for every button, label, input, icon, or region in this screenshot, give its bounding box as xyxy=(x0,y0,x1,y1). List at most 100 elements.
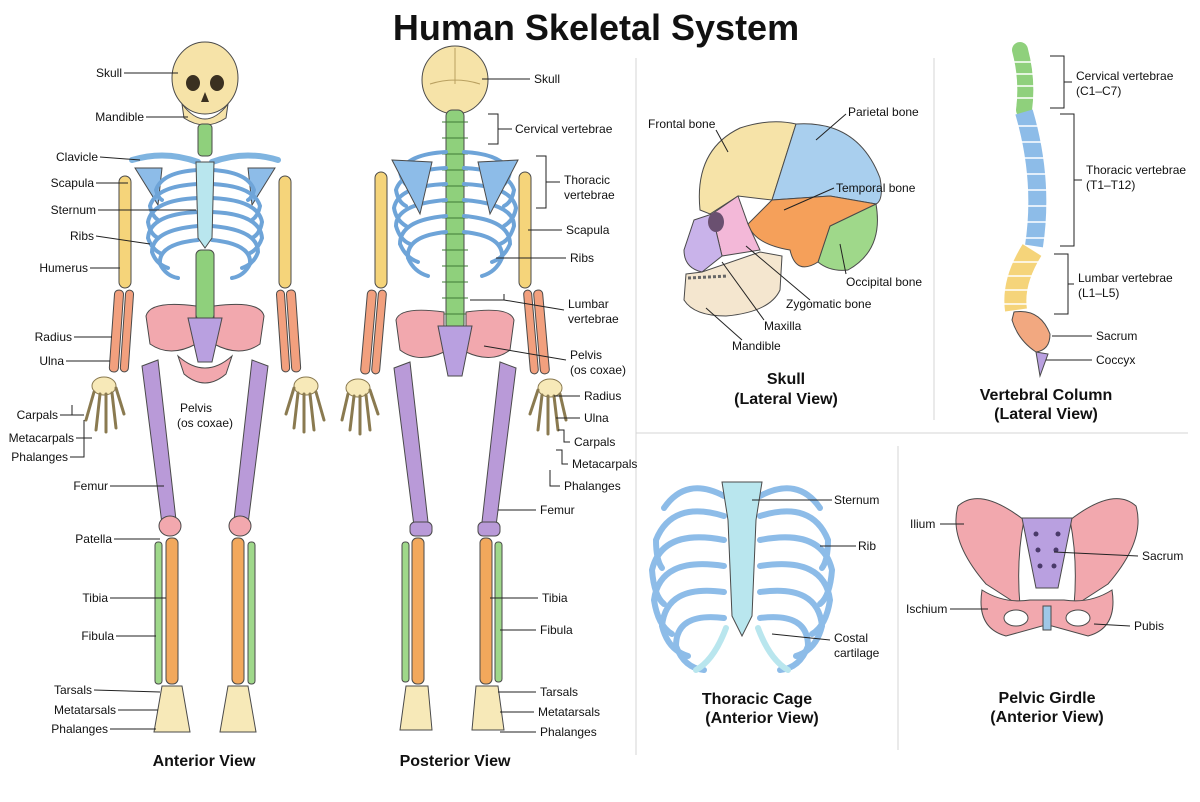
posterior-label-phalanges-hand: Phalanges xyxy=(564,479,621,493)
anterior-femur-left xyxy=(141,359,177,525)
anterior-hand-left xyxy=(84,376,126,434)
posterior-tibia-left xyxy=(411,537,425,685)
anterior-caption: Anterior View xyxy=(153,753,256,770)
posterior-label-ribs: Ribs xyxy=(570,251,594,265)
anterior-clavicle-right xyxy=(209,152,281,165)
pelvic-ilium-left xyxy=(955,498,1025,607)
anterior-ulna-right xyxy=(275,289,291,373)
anterior-label-tibia: Tibia xyxy=(82,591,108,605)
posterior-label-skull: Skull xyxy=(534,72,560,86)
anterior-humerus-right xyxy=(278,175,292,289)
posterior-knee-left xyxy=(409,521,433,537)
vertebral-lumbar-segment xyxy=(1004,244,1042,312)
anterior-pubis-shape xyxy=(176,354,234,384)
posterior-scapula-left xyxy=(391,159,433,216)
anterior-hand-right xyxy=(284,376,326,434)
posterior-label-cervical: Cervical vertebrae xyxy=(515,122,613,136)
anterior-label-pelvis: Pelvis xyxy=(180,401,212,415)
skull-label-zygomatic: Zygomatic bone xyxy=(786,297,872,311)
poster-title: Human Skeletal System xyxy=(393,7,799,48)
vertebral-disc-marks xyxy=(1002,61,1050,305)
pelvic-leader-lines xyxy=(940,523,1139,627)
posterior-foot-right xyxy=(471,685,505,731)
skull-label-occipital: Occipital bone xyxy=(846,275,922,289)
anterior-radius-right xyxy=(285,289,302,373)
posterior-label-pelvis-sub: (os coxae) xyxy=(570,363,626,377)
anterior-label-radius: Radius xyxy=(35,330,72,344)
anterior-skeleton xyxy=(84,41,326,733)
skull-caption-sub: (Lateral View) xyxy=(734,391,838,408)
anterior-radius-left xyxy=(108,289,125,373)
anterior-humerus-left xyxy=(118,175,132,289)
anterior-eye-left xyxy=(186,75,200,91)
pelvic-girdle-figure xyxy=(955,498,1139,637)
pelvic-label-pubis: Pubis xyxy=(1134,619,1164,633)
skull-label-mandible: Mandible xyxy=(732,339,781,353)
posterior-label-fibula: Fibula xyxy=(540,623,573,637)
skull-label-frontal: Frontal bone xyxy=(648,117,716,131)
posterior-label-ulna: Ulna xyxy=(584,411,609,425)
posterior-label-tarsals: Tarsals xyxy=(540,685,578,699)
anterior-fibula-right xyxy=(247,541,256,685)
vertebral-label-thoracic-sub: (T1–T12) xyxy=(1086,178,1135,192)
skull-caption: Skull xyxy=(767,371,805,388)
skull-temporal-bone xyxy=(747,195,878,268)
thoracic-label-costal-sub: cartilage xyxy=(834,646,880,660)
vertebral-sacrum-segment xyxy=(1011,310,1051,353)
anterior-label-phalanges-hand: Phalanges xyxy=(11,450,68,464)
vertebral-caption: Vertebral Column xyxy=(980,387,1112,404)
skull-label-temporal: Temporal bone xyxy=(836,181,916,195)
posterior-skull-sutures xyxy=(429,48,481,85)
posterior-label-scapula: Scapula xyxy=(566,223,610,237)
posterior-humerus-left xyxy=(374,171,388,289)
vertebral-leader-lines xyxy=(1046,55,1092,361)
posterior-leader-lines xyxy=(470,78,580,733)
vertebral-label-sacrum: Sacrum xyxy=(1096,329,1137,343)
skull-lateral-figure xyxy=(683,121,882,317)
anterior-label-metatarsals: Metatarsals xyxy=(54,703,116,717)
anterior-label-phalanges-foot: Phalanges xyxy=(51,722,108,736)
pelvic-caption: Pelvic Girdle xyxy=(999,690,1096,707)
skull-occipital-bone xyxy=(817,203,878,271)
anterior-label-fibula: Fibula xyxy=(81,629,114,643)
posterior-hand-right xyxy=(528,378,568,436)
posterior-sacrum-shape xyxy=(437,325,473,377)
anterior-nose xyxy=(201,92,209,102)
anterior-eye-right xyxy=(210,75,224,91)
posterior-label-phalanges-foot: Phalanges xyxy=(540,725,597,739)
pelvic-ilium-right xyxy=(1069,498,1139,607)
anterior-skull-shape xyxy=(171,41,239,115)
pelvic-label-sacrum: Sacrum xyxy=(1142,549,1183,563)
thoracic-cage-ribs xyxy=(648,485,836,673)
anterior-label-femur: Femur xyxy=(73,479,108,493)
pelvic-sacral-foramina xyxy=(1033,531,1061,569)
vertebral-label-coccyx: Coccyx xyxy=(1096,353,1135,367)
anterior-label-sternum: Sternum xyxy=(51,203,96,217)
posterior-label-pelvis: Pelvis xyxy=(570,348,602,362)
thoracic-caption: Thoracic Cage xyxy=(702,691,812,708)
thoracic-caption-sub: (Anterior View) xyxy=(705,710,819,727)
posterior-label-thoracic: Thoracic xyxy=(564,173,610,187)
anterior-clavicle-left xyxy=(129,152,201,165)
anterior-label-humerus: Humerus xyxy=(39,261,88,275)
anterior-label-ribs: Ribs xyxy=(70,229,94,243)
posterior-label-femur: Femur xyxy=(540,503,575,517)
vertebral-label-thoracic: Thoracic vertebrae xyxy=(1086,163,1186,177)
thoracic-cage-figure xyxy=(648,481,836,673)
anterior-patella-right xyxy=(228,515,252,537)
anterior-label-skull: Skull xyxy=(96,66,122,80)
thoracic-cage-leader-lines xyxy=(752,499,856,641)
posterior-fibula-left xyxy=(401,541,410,683)
anterior-femur-right xyxy=(233,359,269,525)
posterior-femur-left xyxy=(393,361,429,527)
anterior-ulna-left xyxy=(119,289,135,373)
anterior-patella-left xyxy=(158,515,182,537)
posterior-label-thoracic-sub: vertebrae xyxy=(564,188,615,202)
anterior-tibia-right xyxy=(231,537,245,685)
posterior-ulna-left xyxy=(371,289,387,375)
anterior-label-scapula: Scapula xyxy=(51,176,95,190)
anterior-label-patella: Patella xyxy=(75,532,112,546)
posterior-caption: Posterior View xyxy=(400,753,511,770)
posterior-label-carpals: Carpals xyxy=(574,435,615,449)
